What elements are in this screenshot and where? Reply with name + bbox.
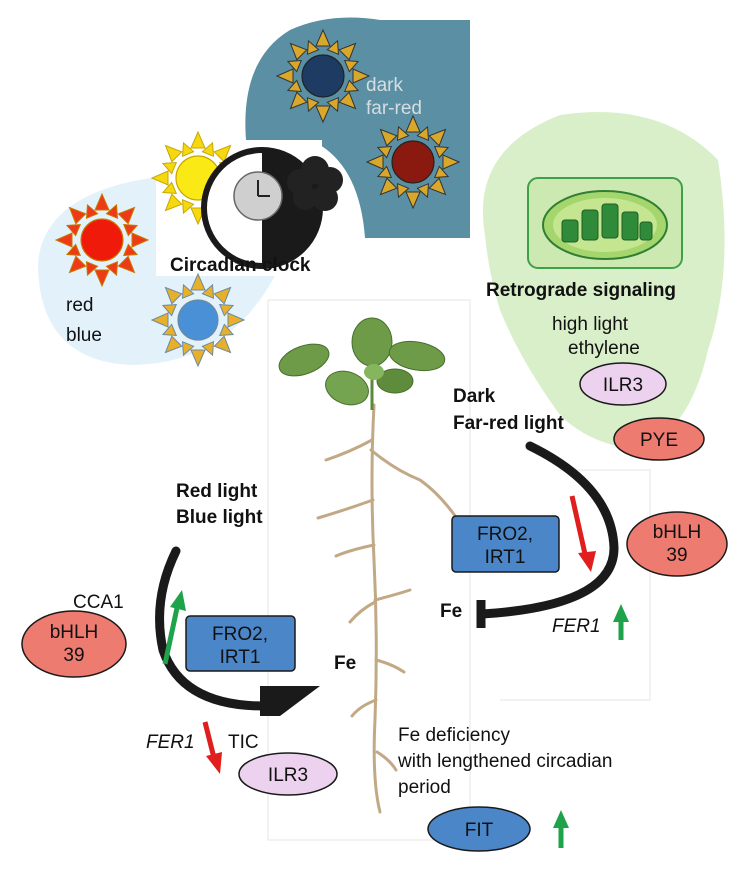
svg-text:ILR3: ILR3	[603, 375, 643, 396]
red-label: red	[66, 295, 93, 316]
fit-oval: FIT	[427, 806, 531, 852]
far-red-light-title: Far-red light	[453, 413, 565, 434]
blue-light-title: Blue light	[176, 507, 263, 528]
fe-deficiency-line3: period	[398, 777, 451, 798]
svg-text:IRT1: IRT1	[220, 647, 261, 668]
circadian-clock-label: Circadian clock	[170, 255, 311, 276]
ilr3-oval-bottom: ILR3	[238, 752, 338, 796]
fer1-label-right: FER1	[552, 616, 601, 637]
red-sun-icon	[55, 193, 149, 287]
inhibition-curve	[477, 441, 619, 619]
pye-oval: PYE	[613, 417, 705, 461]
fro2-irt1-box-left: FRO2, IRT1	[185, 615, 296, 672]
red-light-title: Red light	[176, 481, 258, 502]
dark-label: dark	[366, 75, 403, 96]
high-light-label: high light	[552, 314, 629, 335]
cloud-icon	[287, 156, 343, 211]
up-arrow-green-left	[162, 590, 186, 665]
svg-text:bHLH: bHLH	[50, 622, 99, 643]
chloroplast-icon	[527, 177, 683, 269]
activation-arrowhead	[260, 686, 320, 716]
down-arrow-red-right	[569, 495, 596, 572]
ethylene-label: ethylene	[568, 338, 640, 359]
fe-label-right: Fe	[440, 601, 462, 622]
ilr3-oval-top: ILR3	[579, 362, 667, 406]
far-red-label: far-red	[366, 98, 422, 119]
bhlh39-oval-right: bHLH 39	[626, 511, 728, 577]
dark-sun-icon	[276, 29, 370, 123]
svg-text:ILR3: ILR3	[268, 765, 308, 786]
fe-deficiency-line2: with lengthened circadian	[397, 751, 612, 772]
retrograde-title: Retrograde signaling	[486, 280, 676, 301]
fer1-label-left: FER1	[146, 732, 195, 753]
up-arrow-green-bottom	[553, 810, 569, 848]
svg-text:PYE: PYE	[640, 430, 678, 451]
blue-sun-icon	[151, 273, 245, 367]
dark-title: Dark	[453, 386, 496, 407]
activation-curve	[155, 546, 269, 711]
fe-label-left: Fe	[334, 653, 356, 674]
far-red-sun-icon	[366, 115, 460, 209]
up-arrow-green-right	[613, 604, 629, 640]
fro2-irt1-box-right: FRO2, IRT1	[451, 515, 560, 573]
svg-text:FRO2,: FRO2,	[212, 624, 268, 645]
down-arrow-red-left	[202, 721, 222, 774]
cca1-label: CCA1	[73, 592, 124, 613]
fe-deficiency-line1: Fe deficiency	[398, 725, 510, 746]
blue-label: blue	[66, 325, 102, 346]
svg-text:39: 39	[63, 645, 84, 666]
svg-text:FIT: FIT	[465, 820, 494, 841]
svg-text:FRO2,: FRO2,	[477, 524, 533, 545]
plant-roots	[316, 403, 460, 814]
tic-label: TIC	[228, 732, 259, 753]
svg-text:bHLH: bHLH	[653, 522, 702, 543]
svg-text:39: 39	[666, 545, 687, 566]
bhlh39-oval-left: bHLH 39	[21, 610, 127, 678]
plant-shoot	[278, 317, 446, 410]
svg-text:IRT1: IRT1	[485, 547, 526, 568]
